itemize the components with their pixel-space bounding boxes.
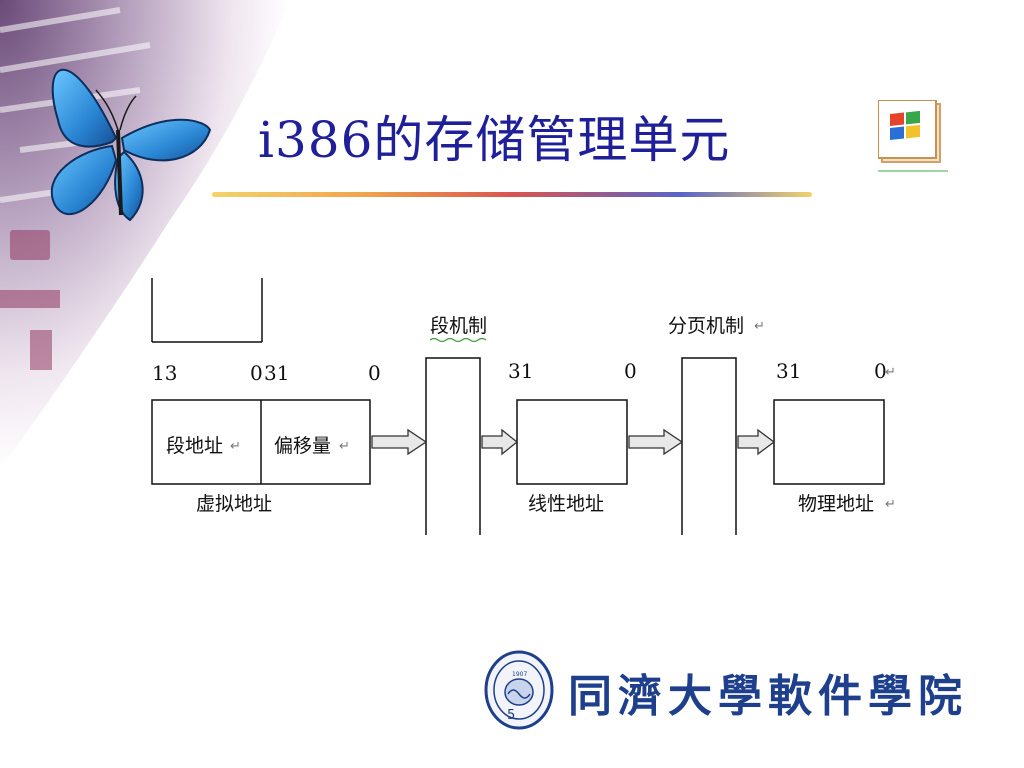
selector-frame <box>151 278 263 343</box>
bit-label-phys-hi: 31 <box>776 359 801 383</box>
bit-label-seg-hi: 13 <box>152 361 177 385</box>
physical-address-box <box>773 399 885 485</box>
linear-address-label: 线性地址 <box>528 493 604 515</box>
arrow-to-physical-address <box>737 428 776 456</box>
segment-mechanism-label: 段机制 <box>430 315 487 337</box>
spellcheck-underline <box>429 337 487 343</box>
decorative-corner-background <box>0 0 290 470</box>
page-number: 5 <box>507 708 516 723</box>
paging-mechanism-label: 分页机制 <box>668 315 744 337</box>
title-underline <box>212 192 812 197</box>
arrow-to-linear-address <box>481 428 519 456</box>
bit-label-lin-hi: 31 <box>508 359 533 383</box>
return-mark: ↵ <box>885 365 896 380</box>
return-mark: ↵ <box>339 439 350 454</box>
address-translation-diagram: 13 0 31 0 31 0 31 0 ↵ 段地址 ↵ 偏移量 ↵ 虚拟地址 段… <box>151 278 896 535</box>
butterfly-icon <box>50 68 212 222</box>
arrow-to-paging-mechanism <box>628 428 684 456</box>
return-mark: ↵ <box>754 319 765 334</box>
bit-label-phys-lo: 0 <box>874 359 887 383</box>
field-offset-label: 偏移量 <box>274 435 331 457</box>
virtual-address-label: 虚拟地址 <box>196 493 272 515</box>
university-seal-icon: 1907 <box>484 650 554 730</box>
bit-label-off-lo: 0 <box>368 361 381 385</box>
field-segment-label: 段地址 <box>166 435 223 457</box>
paging-mechanism-column <box>681 357 737 535</box>
return-mark: ↵ <box>885 497 896 512</box>
school-name: 同濟大學軟件學院 <box>568 671 968 722</box>
windows-logo-icon <box>878 100 948 172</box>
virtual-address-box <box>151 399 371 485</box>
linear-address-box <box>516 399 628 485</box>
arrow-to-segment-mechanism <box>371 428 428 456</box>
bit-label-lin-lo: 0 <box>624 359 637 383</box>
slide-title: i386的存储管理单元 <box>258 111 731 169</box>
return-mark: ↵ <box>230 439 241 454</box>
seal-year: 1907 <box>512 671 527 678</box>
segment-mechanism-column <box>425 357 481 535</box>
bit-label-off-hi: 31 <box>264 361 289 385</box>
physical-address-label: 物理地址 <box>798 493 874 515</box>
bit-label-seg-lo: 0 <box>250 361 263 385</box>
